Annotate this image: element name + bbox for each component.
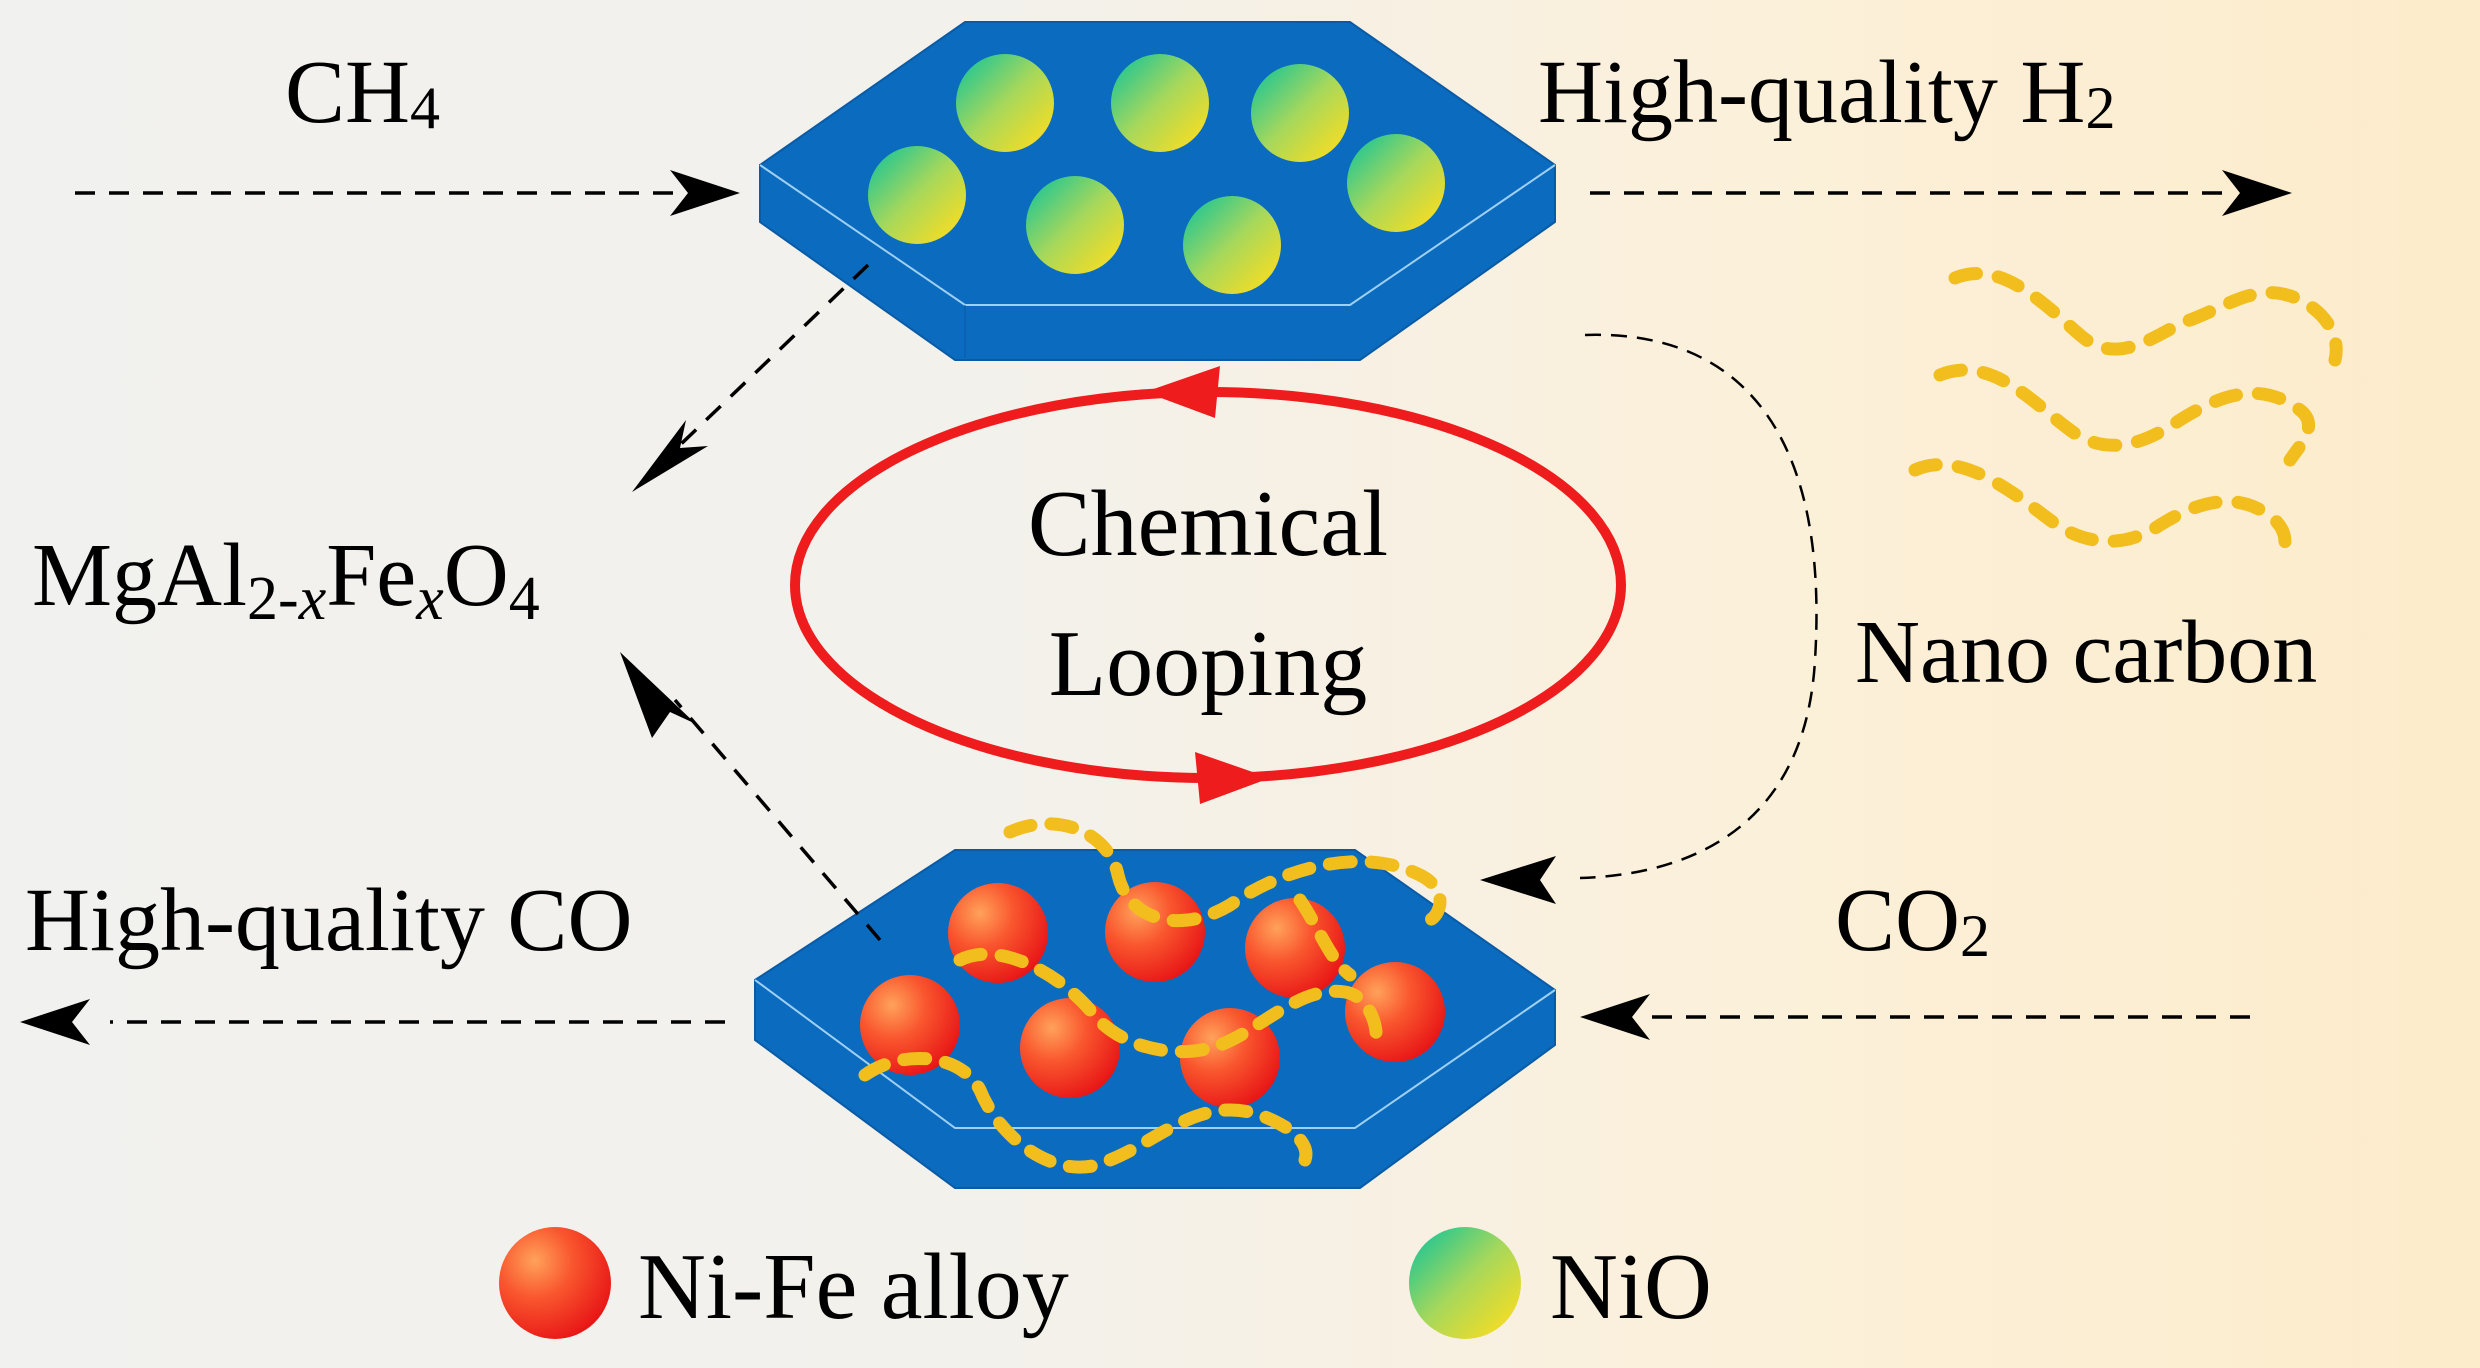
loop-ellipse <box>790 387 1626 783</box>
co2-label-base: CO <box>1835 871 1960 970</box>
alloy-particle <box>1020 998 1120 1098</box>
arrow-to-support-bottom <box>673 698 882 942</box>
arrowhead-ch4 <box>670 170 740 216</box>
alloy-particle-cluster <box>860 882 1445 1108</box>
arrowhead-carbon <box>1480 856 1556 904</box>
h2-label-base: High-quality H <box>1538 43 2085 142</box>
arrowhead-co2 <box>1580 994 1650 1040</box>
legend-nio-swatch <box>1409 1227 1521 1339</box>
alloy-particle <box>1105 882 1205 982</box>
nio-particle <box>1183 196 1281 294</box>
arrowhead-top-support <box>632 420 708 492</box>
arrow-carbon-to-bottom <box>1579 333 1818 880</box>
carbon-filament <box>858 1052 1313 1174</box>
nio-particle <box>1347 134 1445 232</box>
alloy-particle <box>948 883 1048 983</box>
alloy-particle <box>1180 1008 1280 1108</box>
h2-label-sub: 2 <box>2085 75 2115 141</box>
nano-carbon-filaments <box>1908 267 2343 567</box>
support-formula-sub3: 4 <box>509 565 540 633</box>
cycle-label-line2: Looping <box>1049 612 1368 716</box>
support-formula-sub1-italic: x <box>298 565 327 633</box>
nio-particle <box>868 146 966 244</box>
co2-label-sub: 2 <box>1960 903 1990 969</box>
alloy-particle <box>1345 962 1445 1062</box>
legend: Ni-Fe alloy NiO <box>499 1227 1712 1339</box>
nio-particle <box>1251 64 1349 162</box>
reaction-arrows <box>75 191 2250 1024</box>
nano-carbon-label: Nano carbon <box>1855 603 2317 702</box>
loop-arrowhead-top <box>1145 366 1220 418</box>
chemical-looping-cycle: Chemical Looping <box>790 366 1626 804</box>
support-formula-part3: O <box>444 526 509 625</box>
cycle-label-line1: Chemical <box>1028 472 1388 576</box>
alloy-particle <box>860 975 960 1075</box>
nio-particle <box>956 54 1054 152</box>
bottom-support-edge <box>754 979 1556 1129</box>
carbon-filament <box>1293 893 1357 982</box>
nio-particle <box>1111 54 1209 152</box>
carbon-filament <box>953 947 1383 1059</box>
top-support-edge <box>759 164 1556 306</box>
ch4-label: CH4 <box>285 43 440 142</box>
arrowhead-bottom-support <box>620 652 696 738</box>
arrow-to-support-top <box>678 263 870 447</box>
carbon-filament <box>1908 458 2292 567</box>
legend-alloy-label: Ni-Fe alloy <box>638 1235 1069 1339</box>
loop-arrowhead-bottom <box>1195 752 1270 804</box>
carbon-filament <box>1003 817 1447 927</box>
ch4-label-base: CH <box>285 43 410 142</box>
arrow-heads <box>20 170 2292 1045</box>
support-formula-sub2: x <box>415 565 444 633</box>
carbon-filament <box>1948 267 2343 367</box>
nio-particle-cluster <box>868 54 1445 294</box>
carbon-filament-cluster <box>858 817 1447 1174</box>
ch4-label-sub: 4 <box>410 75 440 141</box>
support-formula-part1: MgAl <box>32 526 247 625</box>
top-support-platform <box>759 21 1556 361</box>
co-label: High-quality CO <box>25 871 632 970</box>
nio-particle <box>1026 176 1124 274</box>
legend-nio-label: NiO <box>1550 1235 1712 1339</box>
carbon-filament <box>1933 363 2315 467</box>
alloy-particle <box>1245 898 1345 998</box>
legend-alloy-swatch <box>499 1227 611 1339</box>
support-formula-sub1: 2- <box>247 565 299 633</box>
support-formula-part2: Fe <box>326 526 416 625</box>
bottom-support-platform <box>754 817 1556 1189</box>
co2-label: CO2 <box>1835 871 1990 970</box>
support-formula-label: MgAl2-xFexO4 <box>32 526 540 633</box>
h2-label: High-quality H2 <box>1538 43 2115 142</box>
arrowhead-h2 <box>2222 170 2292 216</box>
arrowhead-co <box>20 999 90 1045</box>
